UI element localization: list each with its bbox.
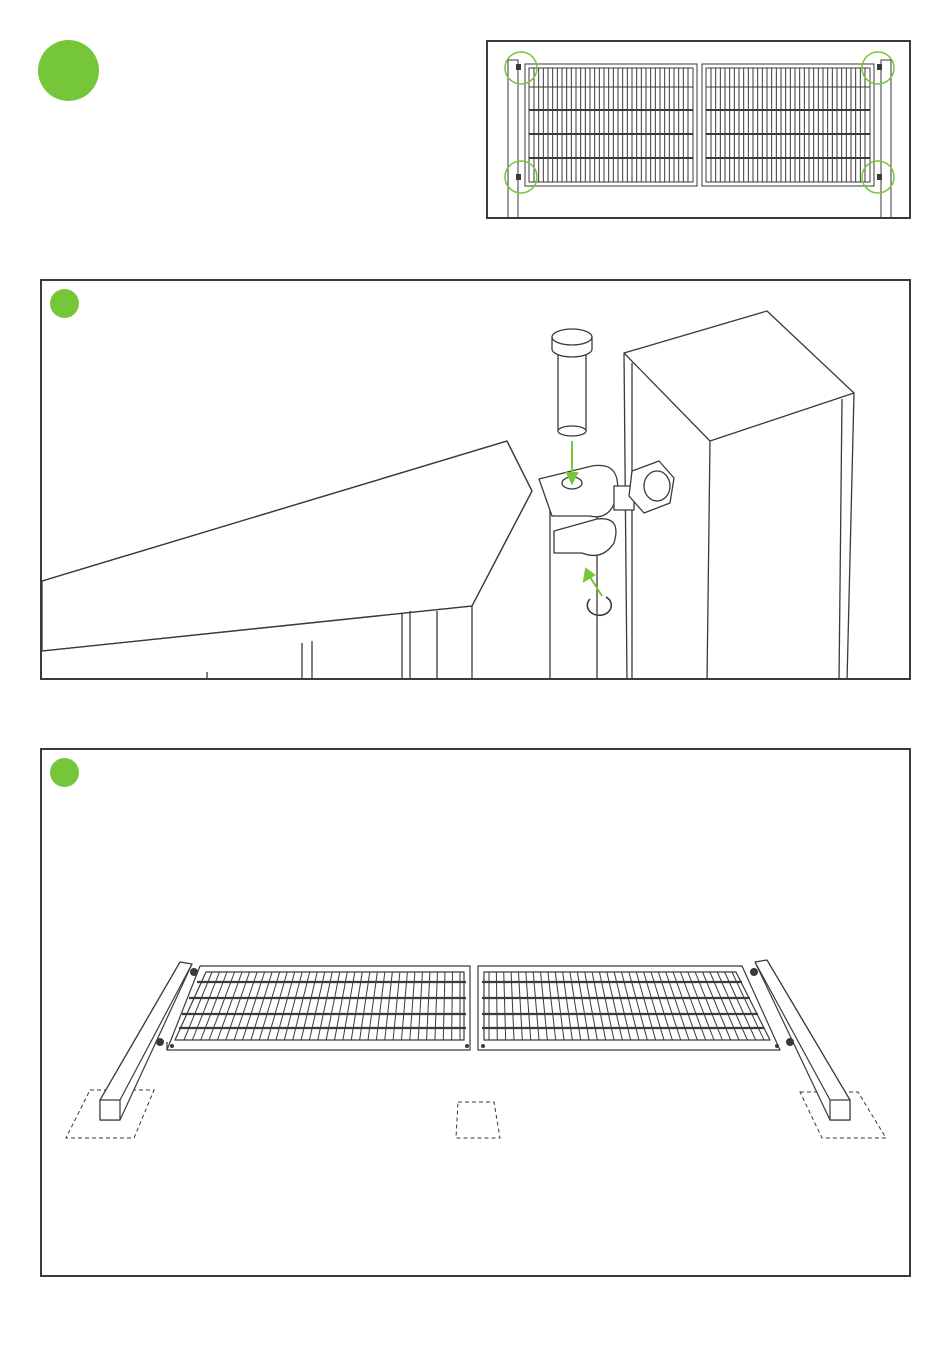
center-footprint <box>456 1102 500 1138</box>
double-gate-front-illustration <box>488 42 911 219</box>
overview-panel <box>486 40 911 219</box>
hinge-detail-panel <box>40 279 911 680</box>
gate-layout-illustration <box>42 750 911 1277</box>
hinge-pin-illustration <box>42 281 911 680</box>
main-step-marker <box>38 40 99 101</box>
layout-panel <box>40 748 911 1277</box>
